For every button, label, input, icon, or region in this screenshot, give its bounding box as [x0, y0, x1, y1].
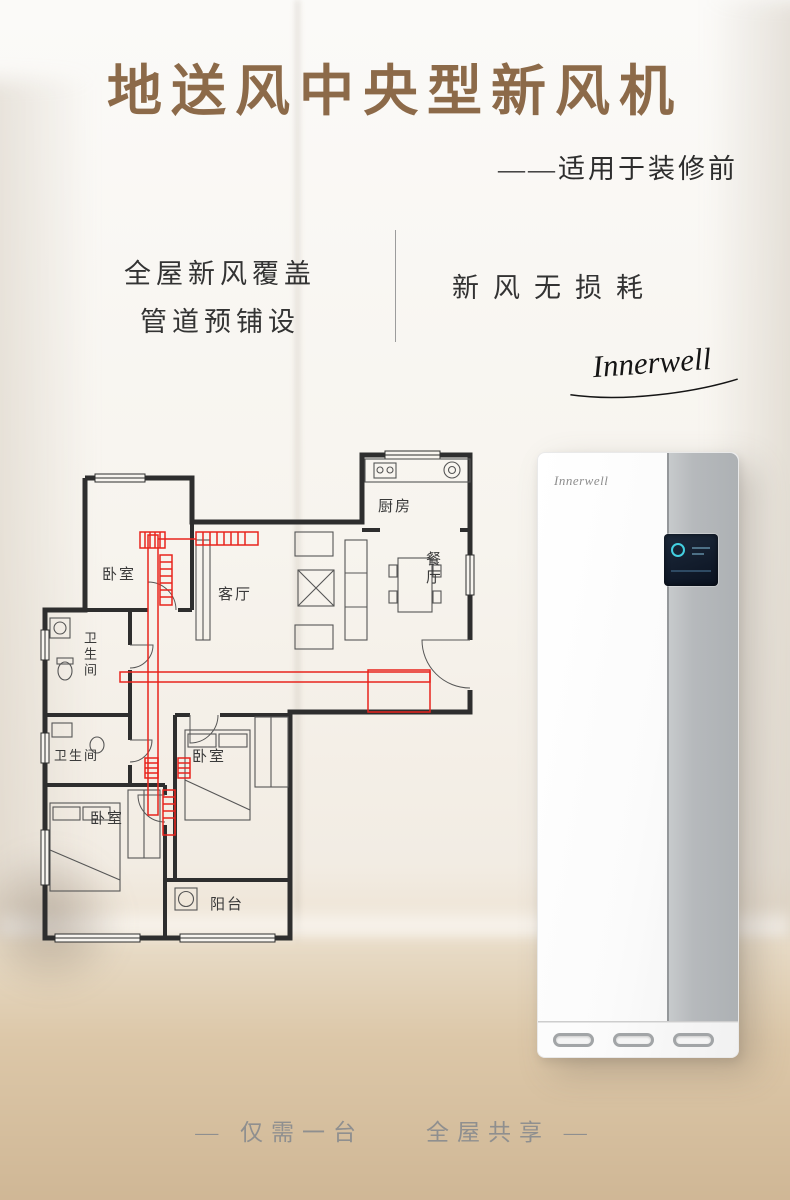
brand-signature-text: Innerwell — [591, 340, 713, 385]
room-label-bathroom-2: 卫生间 — [54, 748, 100, 763]
background-wall-seam — [296, 0, 299, 950]
screen-text-line — [692, 553, 704, 555]
screen-text-line — [692, 547, 710, 549]
room-label-bedroom-2: 卧室 — [192, 748, 227, 765]
vent-slot — [613, 1033, 654, 1047]
room-label-balcony: 阳台 — [210, 896, 245, 913]
page-subtitle: ——适用于装修前 — [498, 154, 738, 184]
brand-signature: Innerwell — [558, 339, 746, 406]
windows — [40, 450, 475, 943]
vent-slot — [673, 1033, 714, 1047]
footer-tagline: — 仅需一台 全屋共享 — — [195, 1120, 595, 1145]
doors — [129, 581, 471, 823]
feature-right: 新风无损耗 — [452, 273, 657, 303]
product-unit: Innerwell — [537, 452, 739, 1058]
outer-walls — [42, 452, 473, 941]
product-logo: Innerwell — [554, 473, 609, 488]
product-groove-line — [538, 1021, 738, 1023]
feature-divider — [395, 230, 396, 342]
duct-system — [119, 531, 431, 836]
room-label-bedroom-1: 卧室 — [102, 566, 137, 583]
floorplan-drawing — [40, 450, 475, 943]
brand-signature-flourish-icon — [570, 378, 738, 399]
page-title: 地送风中央型新风机 — [106, 61, 683, 122]
interior-walls — [45, 522, 470, 938]
product-screen — [664, 534, 718, 586]
vent-slot — [553, 1033, 594, 1047]
furniture — [49, 458, 471, 911]
room-label-dining-room: 餐厅 — [424, 551, 441, 587]
fan-indicator-icon — [671, 543, 685, 557]
room-label-bedroom-3: 卧室 — [90, 810, 125, 827]
screen-status-bar — [671, 570, 711, 572]
room-label-living-room: 客厅 — [218, 586, 253, 603]
feature-left-line1: 全屋新风覆盖 — [124, 259, 316, 289]
feature-left-line2: 管道预铺设 — [140, 307, 300, 337]
feature-left: 全屋新风覆盖 管道预铺设 — [100, 250, 340, 346]
background-corner-shadow — [0, 845, 125, 995]
room-label-bathroom-1: 卫生间 — [82, 631, 97, 679]
floorplan: 卧室 客厅 厨房 餐厅 卫生间 卫生间 卧室 卧室 阳台 — [40, 445, 490, 955]
room-label-kitchen: 厨房 — [378, 498, 413, 515]
